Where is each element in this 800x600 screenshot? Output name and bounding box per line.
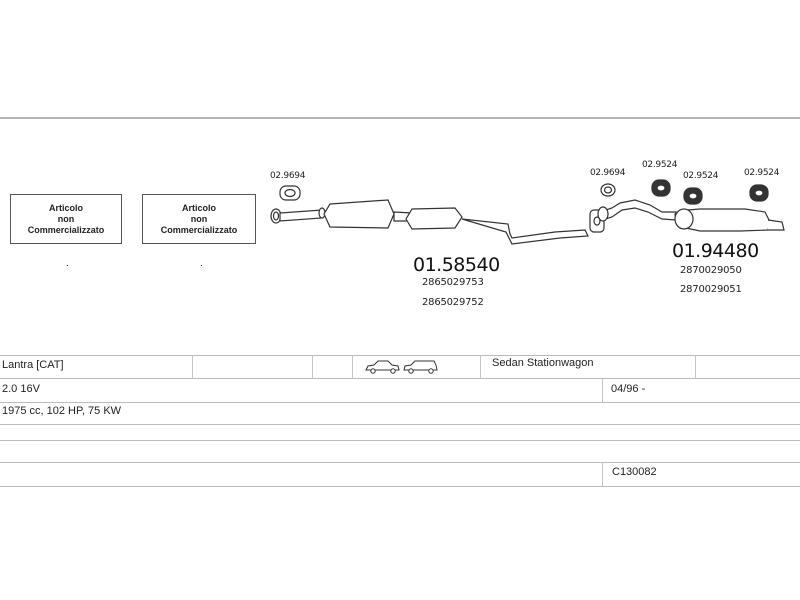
rubber-hanger-icon-a[interactable] — [651, 179, 671, 197]
row-divider-1 — [0, 355, 800, 356]
row-divider-2 — [0, 378, 800, 379]
cell-divider-3 — [352, 355, 353, 378]
not-available-line: Articolo — [181, 202, 216, 213]
middle-clamp-code[interactable]: 02.9694 — [590, 168, 626, 178]
production-period: 04/96 - — [611, 383, 646, 395]
not-available-line: Commercializzato — [160, 224, 238, 235]
hanger-c-code[interactable]: 02.9524 — [744, 168, 780, 178]
not-available-line: Articolo — [48, 202, 83, 213]
not-available-marker-1: . — [66, 258, 69, 269]
rubber-hanger-icon-c[interactable] — [749, 184, 769, 202]
cell-divider-2 — [312, 355, 313, 378]
engine-variant: 2.0 16V — [2, 383, 40, 395]
middle-silencer-ref-1: 2865029753 — [422, 277, 484, 288]
rubber-hanger-icon-b[interactable] — [683, 187, 703, 205]
row-divider-4 — [0, 424, 800, 425]
row-divider-7 — [0, 486, 800, 487]
hanger-ring-icon[interactable] — [600, 183, 616, 197]
front-clamp-code[interactable]: 02.9694 — [270, 171, 306, 181]
cell-divider-7 — [602, 462, 603, 486]
middle-silencer-code[interactable]: 01.58540 — [413, 254, 500, 276]
not-available-line: non — [190, 213, 208, 224]
row-divider-5 — [0, 440, 800, 441]
cell-divider-6 — [602, 378, 603, 402]
not-available-marker-2: . — [200, 258, 203, 269]
hanger-b-code[interactable]: 02.9524 — [683, 171, 719, 181]
not-available-line: Commercializzato — [27, 224, 105, 235]
body-types: Sedan Stationwagon — [492, 357, 594, 369]
cell-divider-5 — [695, 355, 696, 378]
rear-silencer-icon[interactable] — [597, 199, 785, 232]
body-type-icons — [364, 358, 444, 376]
middle-silencer-icon[interactable] — [279, 199, 589, 245]
top-border — [0, 117, 800, 119]
not-available-line: non — [57, 213, 75, 224]
row-divider-6 — [0, 462, 800, 463]
not-available-box-1: Articolo non Commercializzato — [10, 194, 122, 244]
stationwagon-car-icon — [403, 360, 438, 374]
not-available-box-2: Articolo non Commercializzato — [142, 194, 256, 244]
hanger-a-code[interactable]: 02.9524 — [642, 160, 678, 170]
row-divider-3 — [0, 402, 800, 403]
cell-divider-4 — [480, 355, 481, 378]
sedan-car-icon — [365, 360, 400, 374]
front-clamp-icon[interactable] — [279, 185, 301, 201]
rear-silencer-code[interactable]: 01.94480 — [672, 240, 759, 262]
rear-silencer-ref-2: 2870029051 — [680, 284, 742, 295]
catalog-code: C130082 — [612, 466, 657, 478]
engine-specs: 1975 cc, 102 HP, 75 KW — [2, 405, 122, 417]
middle-silencer-ref-2: 2865029752 — [422, 297, 484, 308]
rear-silencer-ref-1: 2870029050 — [680, 265, 742, 276]
cell-divider-1 — [192, 355, 193, 378]
model-name: Lantra [CAT] — [2, 359, 64, 371]
